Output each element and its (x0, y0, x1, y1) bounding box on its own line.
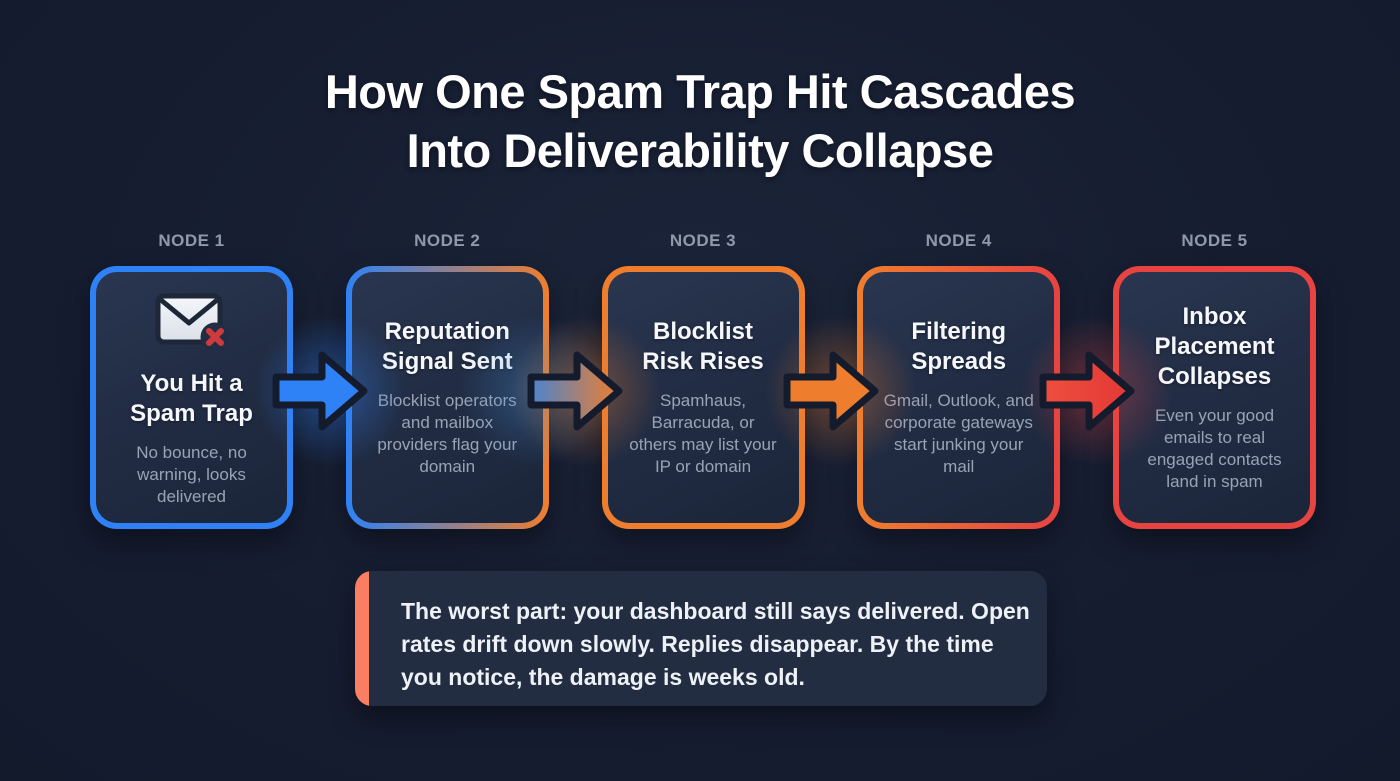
node-description-3: Spamhaus, Barracuda, or others may list … (629, 391, 777, 476)
callout-accent-bar (355, 571, 369, 706)
node-card-4-body: Filtering Spreads Gmail, Outlook, and co… (863, 272, 1055, 523)
node-label-5: NODE 5 (1181, 231, 1248, 250)
node-description-2: Blocklist operators and mailbox provider… (377, 391, 518, 476)
node-title-2: Reputation Signal Sent (381, 318, 513, 375)
node-label-3: NODE 3 (669, 231, 737, 250)
node-card-1-body: You Hit a Spam Trap No bounce, no warnin… (96, 272, 287, 523)
node-title-1: You Hit a Spam Trap (130, 369, 253, 427)
node-column-2: NODE 2 Reputation Signal Sent Blocklist … (345, 231, 549, 529)
node-title-3: Blocklist Risk Rises (642, 318, 764, 375)
flow-nodes-row: NODE 1 (90, 231, 1316, 529)
node-column-1: NODE 1 (90, 231, 293, 529)
callout-box: The worst part: your dashboard still say… (355, 571, 1047, 706)
flow-arrow-4 (1039, 351, 1135, 431)
node-description-4: Gmail, Outlook, and corporate gateways s… (883, 391, 1034, 476)
node-column-4: NODE 4 Filtering Spreads Gmail, Outlook,… (857, 231, 1061, 529)
node-card-2-body: Reputation Signal Sent Blocklist operato… (351, 272, 543, 523)
node-title-4: Filtering Spreads (911, 318, 1007, 375)
node-card-5: Inbox Placement Collapses Even your good… (1113, 266, 1316, 529)
node-card-3: Blocklist Risk Rises Spamhaus, Barracuda… (601, 266, 805, 529)
node-label-1: NODE 1 (158, 231, 225, 250)
page-title-line1: How One Spam Trap Hit Cascades (324, 65, 1076, 118)
node-card-2: Reputation Signal Sent Blocklist operato… (345, 266, 549, 529)
node-label-2: NODE 2 (414, 231, 481, 250)
flow-arrow-1 (272, 351, 368, 431)
node-description-5: Even your good emails to real engaged co… (1147, 406, 1282, 491)
node-card-1: You Hit a Spam Trap No bounce, no warnin… (90, 266, 293, 529)
email-error-icon (153, 288, 231, 357)
flow-arrow-3 (783, 351, 879, 431)
node-card-3-body: Blocklist Risk Rises Spamhaus, Barracuda… (607, 272, 799, 523)
node-card-4: Filtering Spreads Gmail, Outlook, and co… (857, 266, 1061, 529)
node-card-5-body: Inbox Placement Collapses Even your good… (1119, 272, 1310, 523)
node-description-1: No bounce, no warning, looks delivered (136, 442, 247, 506)
flow-arrow-2 (527, 351, 623, 431)
node-column-5: NODE 5 Inbox Placement Collapses Even yo… (1113, 231, 1316, 529)
page-title-line2: Into Deliverability Collapse (406, 124, 994, 177)
callout-text: The worst part: your dashboard still say… (401, 598, 1030, 690)
page-title: How One Spam Trap Hit Cascades Into Deli… (0, 62, 1400, 180)
node-column-3: NODE 3 Blocklist Risk Rises Spamhaus, Ba… (601, 231, 805, 529)
node-title-5: Inbox Placement Collapses (1154, 303, 1275, 390)
node-label-4: NODE 4 (925, 231, 992, 250)
